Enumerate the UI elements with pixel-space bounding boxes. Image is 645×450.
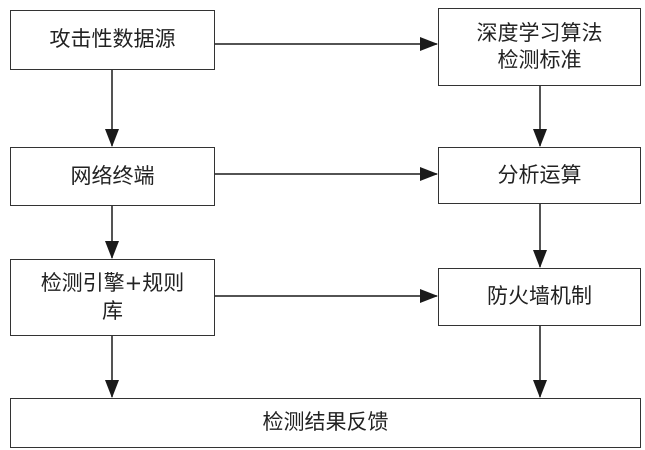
node-label: 攻击性数据源	[49, 27, 176, 52]
node-label: 检测引擎+规则 库	[40, 271, 185, 323]
node-deep-learning-standard: 深度学习算法 检测标准	[438, 8, 641, 86]
node-label: 网络终端	[70, 163, 155, 188]
node-label: 防火墙机制	[487, 284, 592, 309]
node-analysis: 分析运算	[438, 147, 641, 204]
node-label: 分析运算	[497, 162, 582, 187]
node-detection-result-feedback: 检测结果反馈	[10, 398, 641, 448]
node-attack-data-source: 攻击性数据源	[10, 10, 215, 70]
node-label: 检测结果反馈	[262, 410, 389, 435]
node-label: 深度学习算法 检测标准	[476, 20, 603, 72]
node-network-terminal: 网络终端	[10, 147, 215, 206]
node-firewall: 防火墙机制	[438, 268, 641, 326]
node-detection-engine-rules: 检测引擎+规则 库	[10, 259, 215, 336]
